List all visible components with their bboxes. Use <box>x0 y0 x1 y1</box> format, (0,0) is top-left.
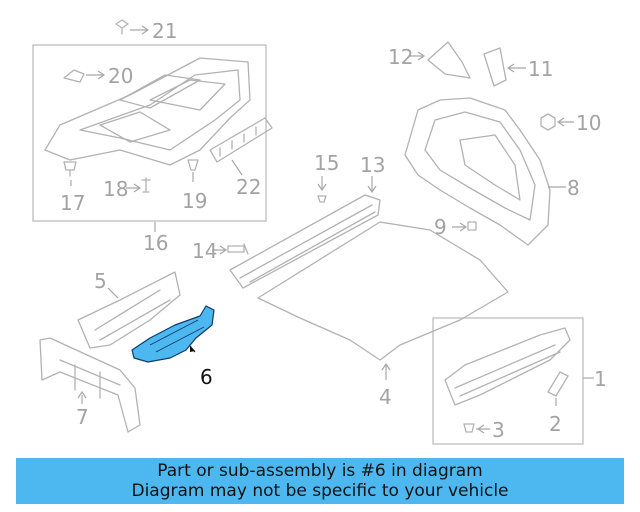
label-19: 19 <box>182 189 207 213</box>
banner-line-2: Diagram may not be specific to your vehi… <box>131 481 509 501</box>
group-box-1 <box>432 317 584 445</box>
label-15: 15 <box>314 151 339 175</box>
part-3-clip <box>463 423 490 434</box>
part-15-screw <box>317 176 327 203</box>
info-banner: Part or sub-assembly is #6 in diagram Di… <box>16 458 624 504</box>
label-12: 12 <box>388 45 413 69</box>
part-19-clip <box>187 159 199 182</box>
label-4: 4 <box>379 385 392 409</box>
part-11-trim <box>483 47 526 87</box>
label-5: 5 <box>94 269 107 293</box>
part-4-floor-mat <box>257 221 509 380</box>
label-10: 10 <box>576 111 601 135</box>
part-21-bolt <box>115 19 150 35</box>
part-13-sill <box>229 176 381 289</box>
part-5-bracket <box>77 271 181 349</box>
label-13: 13 <box>360 153 385 177</box>
part-1-trunk-trim <box>444 327 594 406</box>
label-7: 7 <box>76 405 89 429</box>
part-14-clip <box>212 243 249 255</box>
part-10-nut <box>540 113 574 131</box>
part-7-side-panel <box>39 337 141 433</box>
part-22-bracket <box>209 117 273 176</box>
part-8-side-trim <box>404 97 566 246</box>
label-17: 17 <box>60 191 85 215</box>
label-22: 22 <box>236 175 261 199</box>
label-8: 8 <box>567 176 580 200</box>
part-17-clip <box>63 161 77 186</box>
label-11: 11 <box>528 57 553 81</box>
part-6-highlighted[interactable] <box>131 305 215 363</box>
label-21: 21 <box>152 19 177 43</box>
part-2-clip <box>547 371 569 406</box>
label-2: 2 <box>549 412 562 436</box>
part-20-clip <box>63 69 106 83</box>
label-14: 14 <box>192 239 217 263</box>
label-6[interactable]: 6 <box>200 365 213 389</box>
part-9-clip <box>452 221 477 232</box>
label-3: 3 <box>492 418 505 442</box>
banner-line-1: Part or sub-assembly is #6 in diagram <box>157 461 483 481</box>
group-box-16 <box>32 44 267 222</box>
part-16-rear-shelf <box>44 57 251 166</box>
label-18: 18 <box>103 177 128 201</box>
label-20: 20 <box>108 64 133 88</box>
label-9: 9 <box>434 215 447 239</box>
part-12-trim <box>410 41 471 79</box>
label-1: 1 <box>594 367 607 391</box>
label-16: 16 <box>143 231 168 255</box>
part-18-screw <box>126 177 151 193</box>
